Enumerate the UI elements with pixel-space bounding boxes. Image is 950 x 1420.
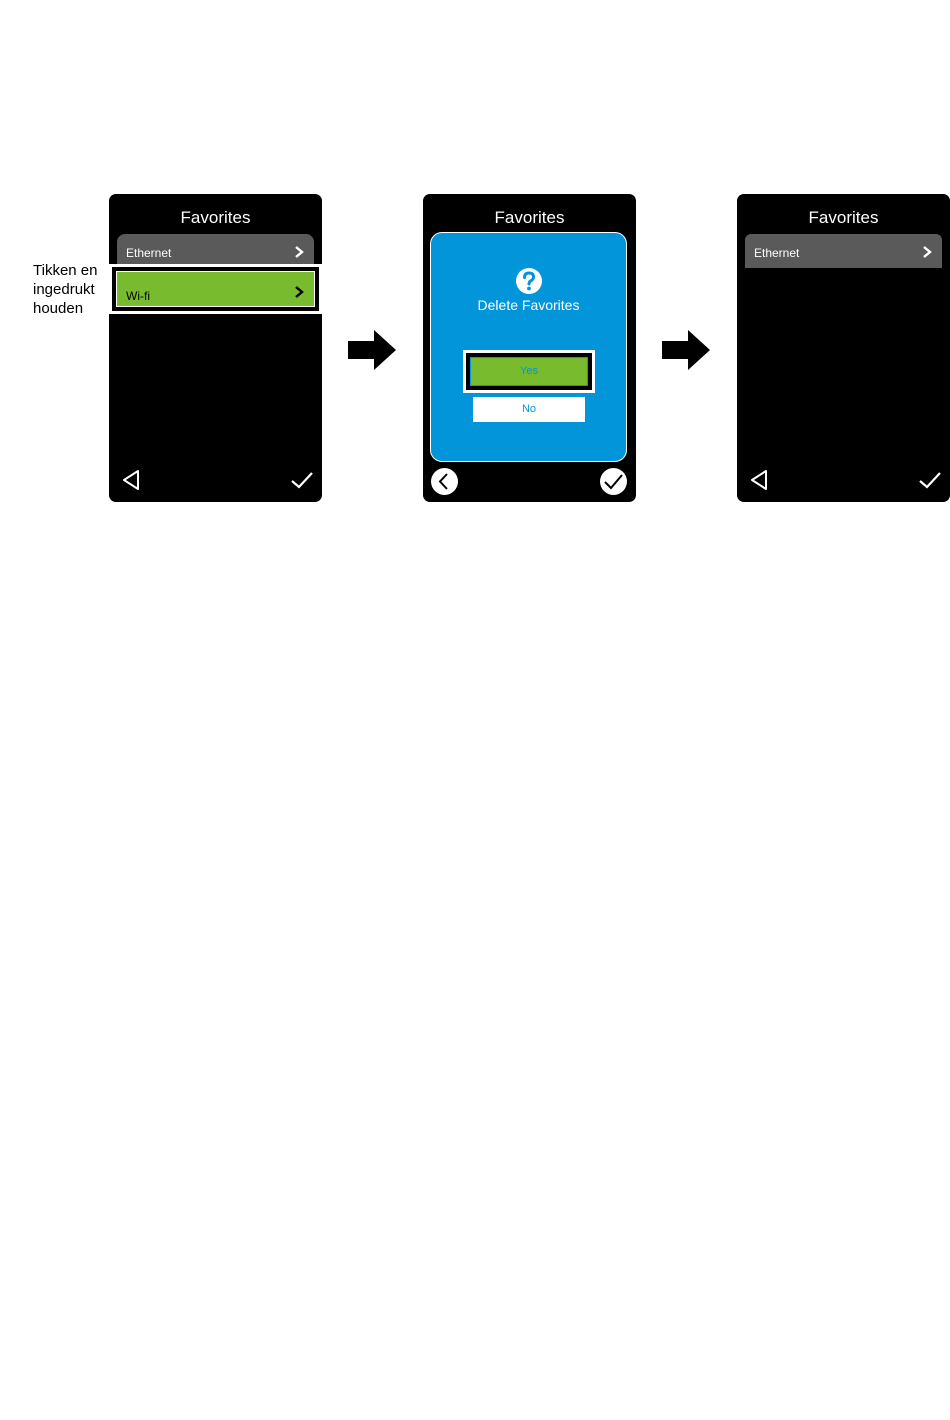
back-button[interactable] (431, 468, 458, 495)
delete-favorites-dialog: Delete Favorites Yes No (430, 232, 627, 462)
selection-highlight-frame: Yes (463, 350, 595, 393)
screen-title: Favorites (109, 208, 322, 228)
favorite-item-ethernet[interactable]: Ethernet (745, 234, 942, 268)
no-button[interactable]: No (473, 397, 585, 422)
dialog-title: Delete Favorites (431, 297, 626, 313)
question-circle-icon (515, 267, 543, 295)
back-triangle-icon[interactable] (748, 468, 772, 492)
right-arrow-icon (662, 330, 710, 370)
callout-label: Tikken en ingedrukt houden (33, 261, 108, 318)
yes-button[interactable]: Yes (470, 357, 588, 386)
screen-2-delete-dialog: Favorites Delete Favorites Yes No (423, 194, 636, 502)
right-arrow-icon (348, 330, 396, 370)
confirm-button[interactable] (600, 468, 627, 495)
favorite-item-wifi[interactable]: Wi-fi (116, 271, 315, 307)
screen-3-favorites-result: Favorites Ethernet (737, 194, 950, 502)
favorite-item-label: Ethernet (126, 246, 171, 260)
chevron-right-icon (292, 245, 306, 259)
back-triangle-icon[interactable] (120, 468, 144, 492)
favorite-item-label: Ethernet (754, 246, 799, 260)
checkmark-icon[interactable] (290, 468, 314, 492)
favorite-item-ethernet[interactable]: Ethernet (117, 234, 314, 268)
screen-1-favorites: Favorites Ethernet Wi-fi (109, 194, 322, 502)
favorite-item-label: Wi-fi (126, 289, 150, 303)
chevron-right-icon (920, 245, 934, 259)
chevron-left-icon (431, 468, 458, 495)
chevron-right-icon (292, 285, 306, 299)
screen-title: Favorites (423, 208, 636, 228)
screen-title: Favorites (737, 208, 950, 228)
selection-highlight-frame: Wi-fi (109, 264, 322, 314)
checkmark-icon[interactable] (918, 468, 942, 492)
checkmark-icon (600, 468, 627, 495)
